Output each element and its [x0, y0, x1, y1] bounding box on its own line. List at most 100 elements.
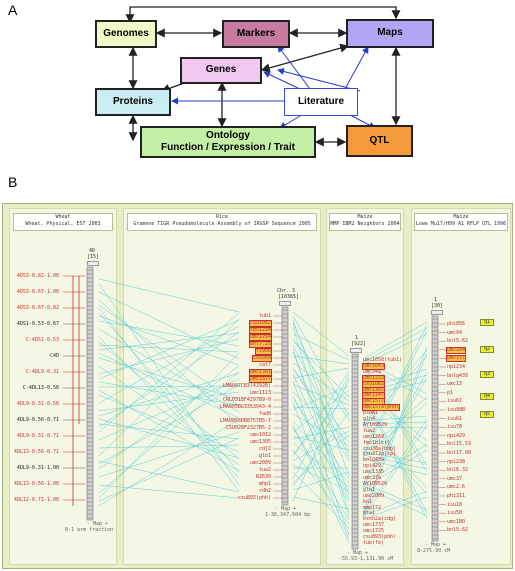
maize-qtl-feature-label[interactable]: isu98B	[447, 407, 466, 413]
lane-header-maize-qtl[interactable]: Maize Lowe Mu17/H99 A1 RFLP QTL 1996	[414, 213, 508, 231]
maize-ibm-feature-label[interactable]: csu38a(nhp)	[363, 445, 397, 452]
maize-ibm-feature-label[interactable]: mmp172	[363, 504, 382, 511]
maize-ibm-feature-label[interactable]: csu1082	[361, 380, 386, 388]
maize-qtl-feature-label[interactable]: isu18	[447, 501, 463, 508]
maize-ibm-feature-label[interactable]: fms1b(ct)	[363, 439, 391, 446]
rice-feature-label[interactable]: tub1	[258, 313, 271, 319]
wheat-feature-label[interactable]: 4DS3-0.67-0.82	[16, 305, 59, 311]
maize-ibm-feature-label[interactable]: umc2009	[363, 492, 385, 499]
maize-ibm-feature-label[interactable]: umc1058(tub1)	[363, 357, 403, 363]
maize-qtl-feature-label[interactable]: bnlg439	[447, 372, 469, 379]
rice-feature-label[interactable]: umc1305	[249, 439, 271, 445]
maize-qtl-feature-label[interactable]: umc164	[445, 346, 467, 354]
maize-qtl-feature-label[interactable]: isu58	[447, 510, 463, 517]
maize-qtl-feature-label[interactable]: umc37	[447, 475, 463, 482]
wheat-feature-label[interactable]: 4DL13-0.56-1.00	[13, 481, 59, 487]
wheat-feature-label[interactable]: C-4DL9-0.31	[25, 369, 59, 375]
wheat-feature-label[interactable]: 4DS3-0.82-1.00	[16, 273, 59, 279]
rice-feature-label[interactable]: rz900	[254, 348, 273, 355]
wheat-feature-label[interactable]: 4DL9-0.31-1.00	[16, 465, 59, 471]
maize-ibm-feature-label[interactable]: umc1222	[361, 374, 386, 382]
maize-qtl-map-footer[interactable]: - Map +	[425, 542, 447, 548]
wheat-feature-label[interactable]: 4DL12-0.71-1.00	[13, 497, 59, 503]
wheat-feature-label[interactable]: 4DS3-0.67-1.00	[16, 289, 59, 295]
maize-qtl-feature-label[interactable]: umc2.6	[447, 484, 466, 491]
maize-ibm-feature-label[interactable]: cssh2a(cdg)	[363, 516, 397, 523]
maize-ibm-feature-label[interactable]: umc1301	[361, 386, 386, 394]
maize-ibm-feature-label[interactable]: AY109526	[363, 480, 388, 487]
maize-qtl-feature-label[interactable]: npi429	[447, 432, 466, 439]
maize-ibm-feature-label[interactable]: kn1	[363, 498, 373, 505]
rice-feature-label[interactable]: umc1113	[249, 390, 271, 396]
wheat-feature-label[interactable]: C-4DS1-0.53	[25, 337, 59, 343]
rice-feature-label[interactable]: csu1082	[248, 320, 273, 327]
lane-header-maize-ibm[interactable]: Maize MMP IBM2 Neighbors 2004	[329, 213, 401, 231]
maize-qtl-feature-label[interactable]: bnl15.59	[447, 441, 472, 448]
maize-ibm-feature-label[interactable]: umc1335	[363, 469, 385, 476]
maize-qtl-feature-label[interactable]: bnl5.62	[447, 527, 469, 534]
maize-ibm-feature-label[interactable]: csu372a(cp)	[363, 451, 397, 458]
rice-feature-label[interactable]: CSU02BF2327B5-2	[225, 425, 271, 431]
rice-feature-label[interactable]: glb1	[258, 453, 271, 459]
rice-feature-label[interactable]: umc1294	[248, 334, 273, 341]
maize-qtl-feature-label[interactable]: umc94	[447, 329, 463, 336]
maize-ibm-feature-label[interactable]: umc1577	[361, 398, 386, 406]
qtl-tag[interactable]: q3	[479, 371, 495, 378]
rice-feature-label[interactable]: umc2009	[249, 460, 271, 466]
wheat-feature-label[interactable]: C-4DL13-0.56	[22, 385, 59, 391]
maize-qtl-feature-label[interactable]: isu61	[447, 415, 463, 422]
maize-qtl-feature-label[interactable]: phi056	[447, 321, 466, 327]
qtl-tag[interactable]: q1	[479, 319, 495, 326]
rice-feature-label[interactable]: umc1577	[248, 376, 273, 383]
rice-feature-label[interactable]: tua2	[258, 467, 271, 473]
maize-ibm-feature-label[interactable]: umc37a	[363, 475, 382, 481]
maize-qtl-feature-label[interactable]: umc13	[447, 381, 463, 388]
maize-ibm-feature-label[interactable]: umc157a(phh)	[361, 404, 401, 412]
rice-feature-label[interactable]: LMA007CB3(4292B)	[222, 383, 271, 389]
maize-qtl-feature-label[interactable]: p1	[447, 389, 454, 396]
rice-feature-label[interactable]: LMA0058DB8757B5-7	[219, 418, 271, 424]
rice-feature-label[interactable]: rdb2	[258, 488, 271, 494]
rice-feature-label[interactable]: csu893(phh)	[237, 495, 271, 501]
wheat-feature-label[interactable]: 4DL13-0.56-0.71	[13, 449, 59, 455]
wheat-feature-label[interactable]: C4D	[49, 353, 59, 359]
lane-header-rice[interactable]: Rice Gramene TIGR Pseudomolecule Assembl…	[127, 213, 317, 231]
maize-ibm-feature-label[interactable]: mta1	[363, 510, 376, 517]
maize-ibm-feature-label[interactable]: umc1737	[363, 522, 385, 529]
qtl-tag[interactable]: q2	[479, 346, 495, 353]
maize-qtl-feature-label[interactable]: bnl6.32	[447, 467, 469, 474]
wheat-feature-label[interactable]: 4DS1-0.53-0.67	[16, 321, 59, 327]
maize-ibm-feature-label[interactable]: npi429	[363, 463, 382, 470]
rice-map-button[interactable]	[279, 301, 291, 306]
rice-feature-label[interactable]: bnl7.25	[248, 341, 273, 348]
maize-qtl-feature-label[interactable]: bnl5.62	[447, 338, 469, 345]
maize-ibm-feature-label[interactable]: AY109529	[363, 421, 388, 428]
maize-ibm-feature-label[interactable]: tub(fe)	[363, 539, 385, 546]
rice-feature-label[interactable]: cat7	[258, 362, 271, 368]
rice-feature-label[interactable]: RZ630	[255, 474, 271, 480]
rice-feature-label[interactable]: cdo1234	[248, 327, 273, 334]
maize-qtl-map-button[interactable]	[431, 310, 443, 315]
qtl-tag[interactable]: q4	[479, 393, 495, 400]
wheat-feature-label[interactable]: 4DL9-0.31-0.56	[16, 401, 59, 407]
maize-ibm-feature-label[interactable]: glb1	[363, 486, 376, 493]
rice-feature-label[interactable]: CRL031BF4297B9-0	[222, 397, 271, 403]
qtl-tag[interactable]: q5	[479, 411, 495, 418]
maize-qtl-feature-label[interactable]: phi311	[447, 493, 466, 499]
maize-qtl-feature-label[interactable]: bnl17.08	[447, 450, 472, 456]
maize-ibm-feature-label[interactable]: tua2	[363, 427, 376, 434]
maize-qtl-feature-label[interactable]: isu78	[447, 424, 463, 431]
maize-ibm-map-footer[interactable]: - Map +	[347, 550, 369, 556]
wheat-feature-label[interactable]: 4DL9-0.31-0.71	[16, 433, 59, 439]
rice-feature-label[interactable]: LMA005BG3353943-4	[219, 404, 271, 410]
maize-ibm-feature-label[interactable]: bnlg439	[363, 457, 385, 464]
maize-qtl-feature-label[interactable]: isu61	[447, 398, 463, 405]
maize-ibm-feature-label[interactable]: umc94a	[363, 368, 382, 375]
maize-qtl-feature-label[interactable]: umc1B0	[447, 518, 466, 525]
maize-qtl-feature-label[interactable]: npi238	[447, 458, 466, 465]
wheat-feature-label[interactable]: 4DL9-0.56-0.71	[16, 417, 59, 423]
maize-ibm-map-button[interactable]	[350, 348, 362, 353]
rice-feature-label[interactable]: umc1012	[249, 432, 271, 438]
lane-header-wheat[interactable]: Wheat Wheat, Physical, EST 2003	[13, 213, 113, 231]
rice-feature-label[interactable]: umc1301	[248, 369, 273, 376]
